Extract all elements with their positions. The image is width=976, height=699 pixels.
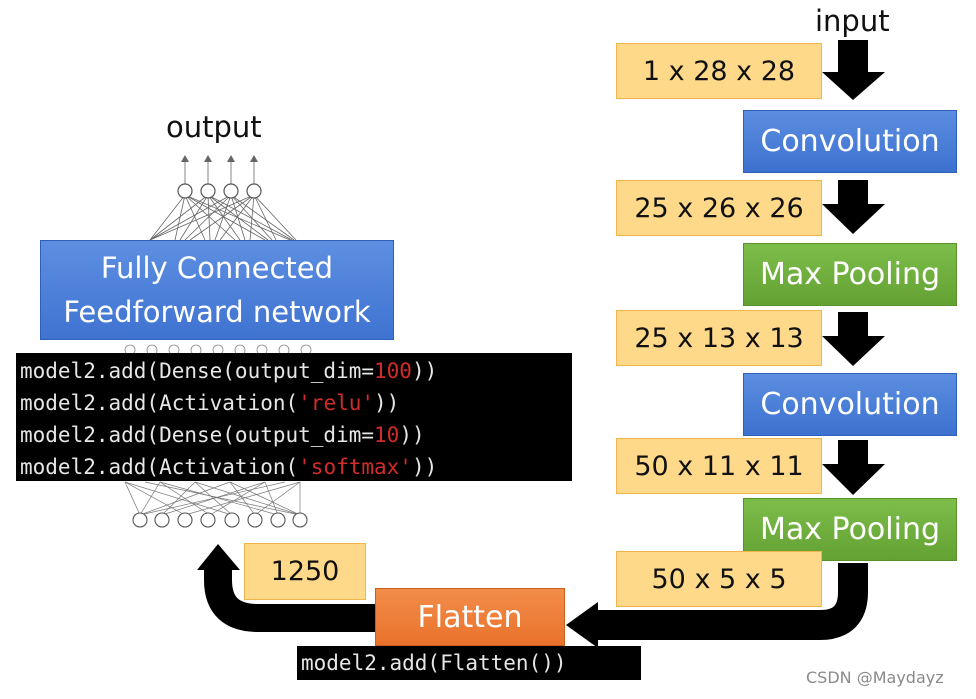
max-pooling-layer-2: Max Pooling <box>743 498 957 561</box>
shape-after-pool2: 50 x 5 x 5 <box>616 551 822 607</box>
fully-connected-layer: Fully Connected Feedforward network <box>40 240 394 340</box>
network-top-sketch <box>149 160 297 241</box>
input-label: input <box>815 4 890 38</box>
fully-connected-line1: Fully Connected <box>100 251 334 285</box>
shape-after-conv2: 50 x 11 x 11 <box>616 438 822 494</box>
code-line-3: model2.add(Dense(output_dim=10)) <box>20 423 425 447</box>
down-arrow-pool1 <box>822 312 885 366</box>
code-flatten: model2.add(Flatten()) <box>297 646 641 680</box>
output-label: output <box>166 110 262 144</box>
arrow-flatten-to-network <box>204 566 375 632</box>
code-line-4: model2.add(Activation('softmax')) <box>20 455 438 479</box>
arrow-pool-to-flatten <box>595 563 868 640</box>
max-pooling-layer-1: Max Pooling <box>743 243 957 306</box>
down-arrow-conv1 <box>822 180 885 234</box>
network-bottom-sketch <box>124 481 301 516</box>
shape-after-conv1: 25 x 26 x 26 <box>616 180 822 236</box>
code-line-2: model2.add(Activation('relu')) <box>20 391 400 415</box>
down-arrow-conv2 <box>822 440 885 495</box>
input-neurons <box>132 512 308 528</box>
network-middle-sketch <box>124 344 312 356</box>
arrow-head-into-network <box>197 544 240 570</box>
code-dense-layers: model2.add(Dense(output_dim=100)) model2… <box>16 353 572 481</box>
output-arrowheads <box>181 155 258 162</box>
flatten-layer: Flatten <box>375 588 565 646</box>
convolution-layer-2: Convolution <box>743 373 957 436</box>
down-arrow-input <box>822 40 885 100</box>
fully-connected-line2: Feedforward network <box>63 295 371 329</box>
shape-input: 1 x 28 x 28 <box>616 43 822 99</box>
convolution-layer-1: Convolution <box>743 110 957 173</box>
shape-flattened: 1250 <box>244 543 366 600</box>
code-flatten-line: model2.add(Flatten()) <box>301 651 567 675</box>
code-line-1: model2.add(Dense(output_dim=100)) <box>20 359 438 383</box>
output-neurons <box>177 183 262 199</box>
shape-after-pool1: 25 x 13 x 13 <box>616 310 822 366</box>
arrow-head-into-flatten <box>566 602 598 648</box>
watermark: CSDN @Maydayz <box>806 668 944 687</box>
